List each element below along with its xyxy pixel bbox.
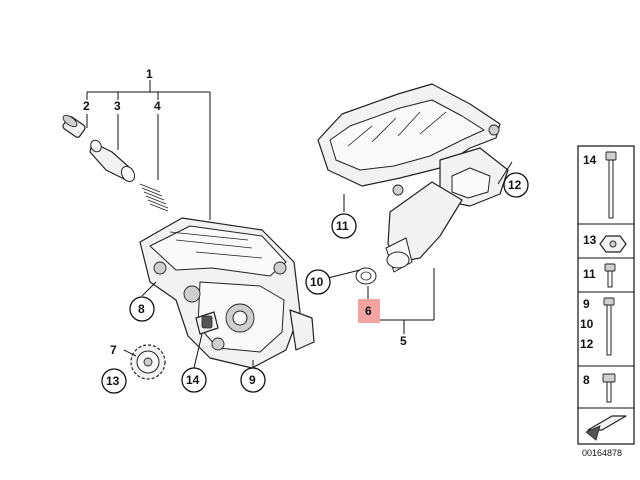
svg-text:10: 10: [310, 275, 324, 289]
bolt-head-icon: [605, 151, 617, 161]
svg-text:5: 5: [400, 334, 407, 348]
svg-text:11: 11: [336, 219, 349, 233]
callout-11[interactable]: 11: [331, 213, 357, 239]
legend-panel: 14 13 11 9 10 12 8: [577, 145, 635, 445]
leader-lines: [123, 161, 513, 369]
callout-8[interactable]: 8: [129, 296, 155, 322]
svg-text:12: 12: [508, 178, 522, 192]
o-ring-part: [355, 267, 377, 285]
flanged-bolt-icon: [602, 373, 616, 383]
callout-12[interactable]: 12: [503, 172, 529, 198]
legend-label-13: 13: [583, 233, 597, 247]
callout-2[interactable]: 2: [83, 99, 90, 113]
svg-text:9: 9: [249, 373, 256, 387]
piston-part: [89, 139, 136, 183]
diagram-code: 00164878: [582, 448, 622, 458]
long-bolt-icon: [608, 159, 614, 219]
legend-label-8: 8: [583, 373, 590, 387]
svg-text:8: 8: [138, 302, 145, 316]
callout-14[interactable]: 14: [181, 367, 207, 393]
callout-6[interactable]: 6: [358, 299, 380, 323]
callout-4[interactable]: 4: [154, 99, 161, 113]
callout-9[interactable]: 9: [240, 367, 266, 393]
legend-label-9: 9: [583, 297, 590, 311]
callout-1[interactable]: 1: [146, 67, 153, 81]
svg-text:14: 14: [186, 373, 200, 387]
callout-10[interactable]: 10: [305, 269, 331, 295]
medium-bolt-icon: [603, 297, 615, 306]
svg-text:6: 6: [365, 304, 372, 318]
svg-text:13: 13: [106, 374, 120, 388]
callout-group-1: 1 2 3 4: [83, 67, 211, 220]
callout-5[interactable]: 5: [400, 334, 407, 348]
short-bolt-icon: [604, 263, 616, 272]
legend-label-14: 14: [583, 153, 597, 167]
svg-text:7: 7: [110, 343, 117, 357]
legend-label-12: 12: [580, 337, 594, 351]
oil-pump-body: [139, 217, 315, 369]
legend-label-10: 10: [580, 317, 594, 331]
sprocket-part: [130, 344, 166, 380]
callout-3[interactable]: 3: [114, 99, 121, 113]
callout-7[interactable]: 7: [110, 343, 117, 357]
plug-part: [62, 114, 86, 138]
spring-part: [139, 183, 169, 212]
oil-pickup-part: [317, 83, 509, 273]
legend-label-11: 11: [583, 267, 596, 281]
callout-13[interactable]: 13: [101, 368, 127, 394]
